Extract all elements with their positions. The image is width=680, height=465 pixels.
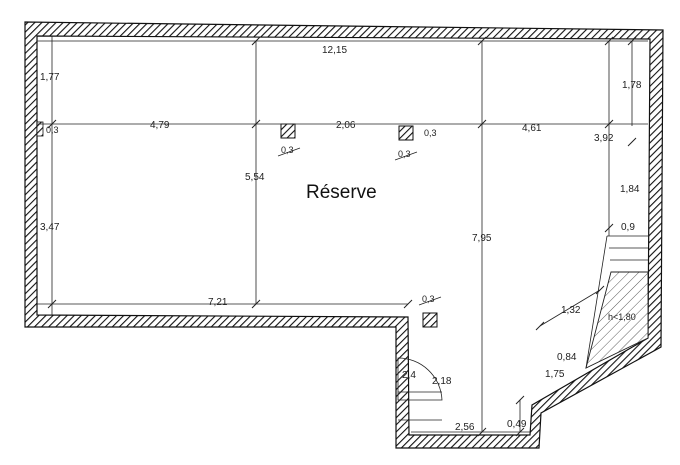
pillar-3 — [422, 312, 438, 328]
dim-alcove-width: 2,4 — [402, 370, 416, 381]
dim-span-right: 4,61 — [522, 123, 542, 134]
dim-diag-lower: 1,75 — [545, 369, 565, 380]
door-swing-icon — [397, 357, 443, 401]
wall-stub-left — [36, 121, 44, 137]
dim-mid-height: 5,54 — [245, 172, 265, 183]
dim-stair-width: 0,9 — [621, 222, 635, 233]
dim-diag-mid: 0,84 — [557, 352, 577, 363]
dim-pillar-3: 0,3 — [422, 294, 435, 304]
dim-bottom-width: 2,56 — [455, 422, 475, 433]
dim-pillar-2: 0,3 — [398, 149, 411, 159]
pillar-1 — [280, 123, 296, 139]
dim-right-width-upper: 3,92 — [594, 133, 614, 144]
dim-span-mid: 2,06 — [336, 120, 356, 131]
dim-alcove-door: 2,18 — [432, 376, 452, 387]
dim-bottom-small: 0,49 — [507, 419, 527, 430]
pillar-2 — [398, 125, 414, 141]
dim-diag-upper: 1,32 — [561, 305, 581, 316]
dim-col-right: 0,3 — [424, 128, 437, 138]
walls — [24, 21, 664, 449]
dim-left-lower-height: 3,47 — [40, 222, 60, 233]
dim-col-left: 0,3 — [46, 125, 59, 135]
dim-span-left: 4,79 — [150, 120, 170, 131]
room-label: Réserve — [306, 182, 377, 203]
dim-pillar-1: 0,3 — [281, 145, 294, 155]
dim-left-upper-height: 1,77 — [40, 72, 60, 83]
dim-bottom-left-width: 7,21 — [208, 297, 228, 308]
dim-right-upper-height: 1,78 — [622, 80, 642, 91]
dim-right-mid-height: 1,84 — [620, 184, 640, 195]
dim-top-width: 12,15 — [322, 45, 347, 56]
stair-note: h<1,80 — [608, 312, 636, 322]
dimension-ticks — [47, 36, 637, 437]
dim-full-height-right: 7,95 — [472, 233, 492, 244]
dimension-lines — [37, 36, 648, 433]
